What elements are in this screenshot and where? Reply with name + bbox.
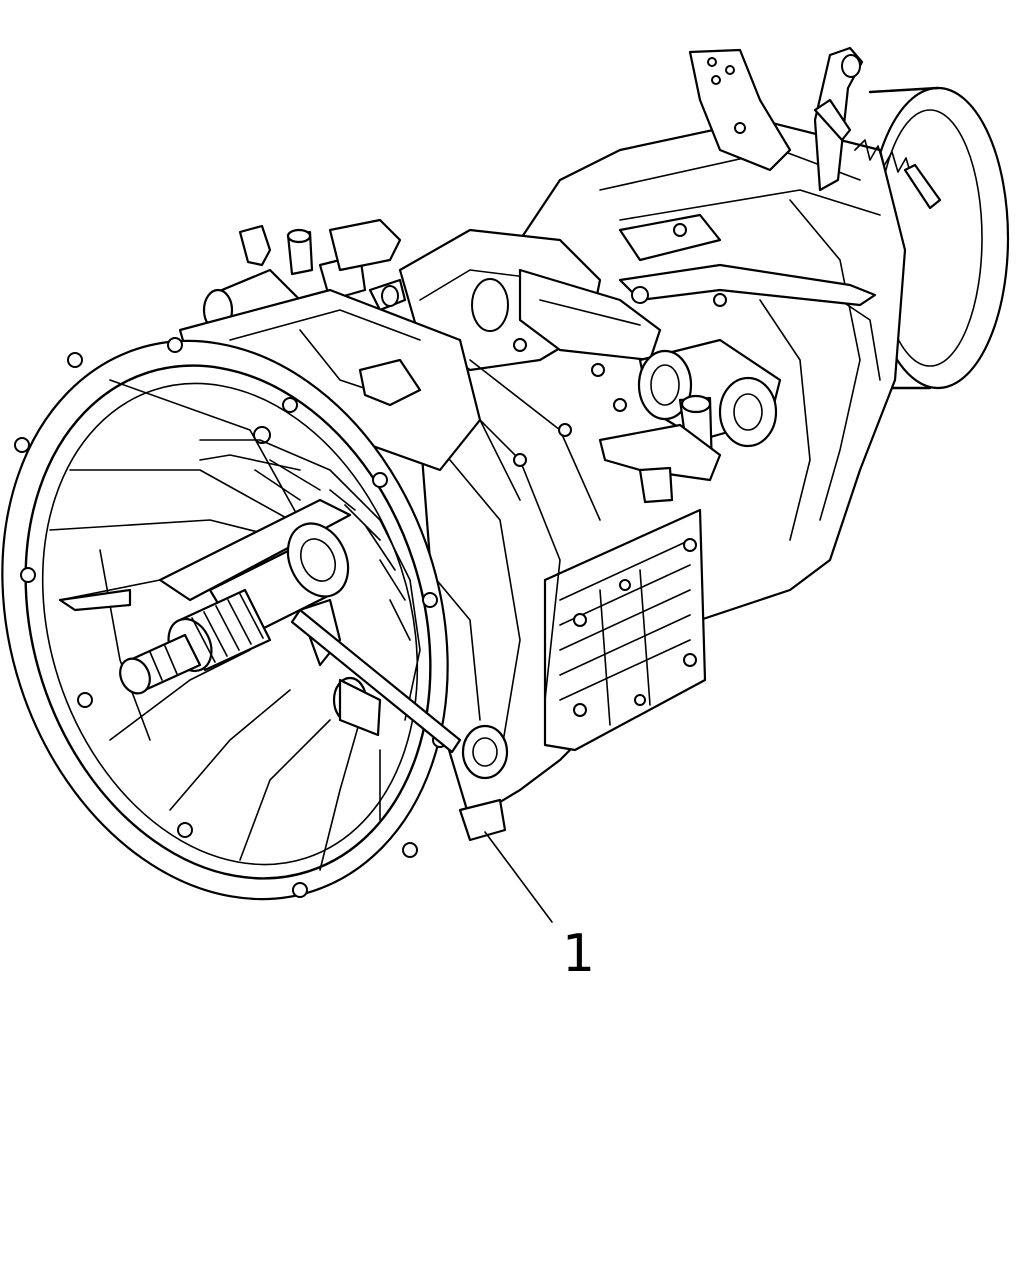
input-shaft	[119, 522, 350, 695]
linkage-arm	[618, 213, 877, 307]
housing-ribs	[419, 338, 627, 761]
callout-leader	[484, 831, 553, 923]
pivot-rod	[290, 608, 462, 754]
drain-plug	[458, 724, 509, 842]
return-spring	[854, 139, 942, 210]
callout-label-1: 1	[562, 924, 596, 984]
shift-bracket	[688, 46, 864, 192]
side-cover	[543, 508, 707, 752]
shift-cylinder	[598, 338, 782, 504]
hub-spokes	[199, 439, 421, 721]
